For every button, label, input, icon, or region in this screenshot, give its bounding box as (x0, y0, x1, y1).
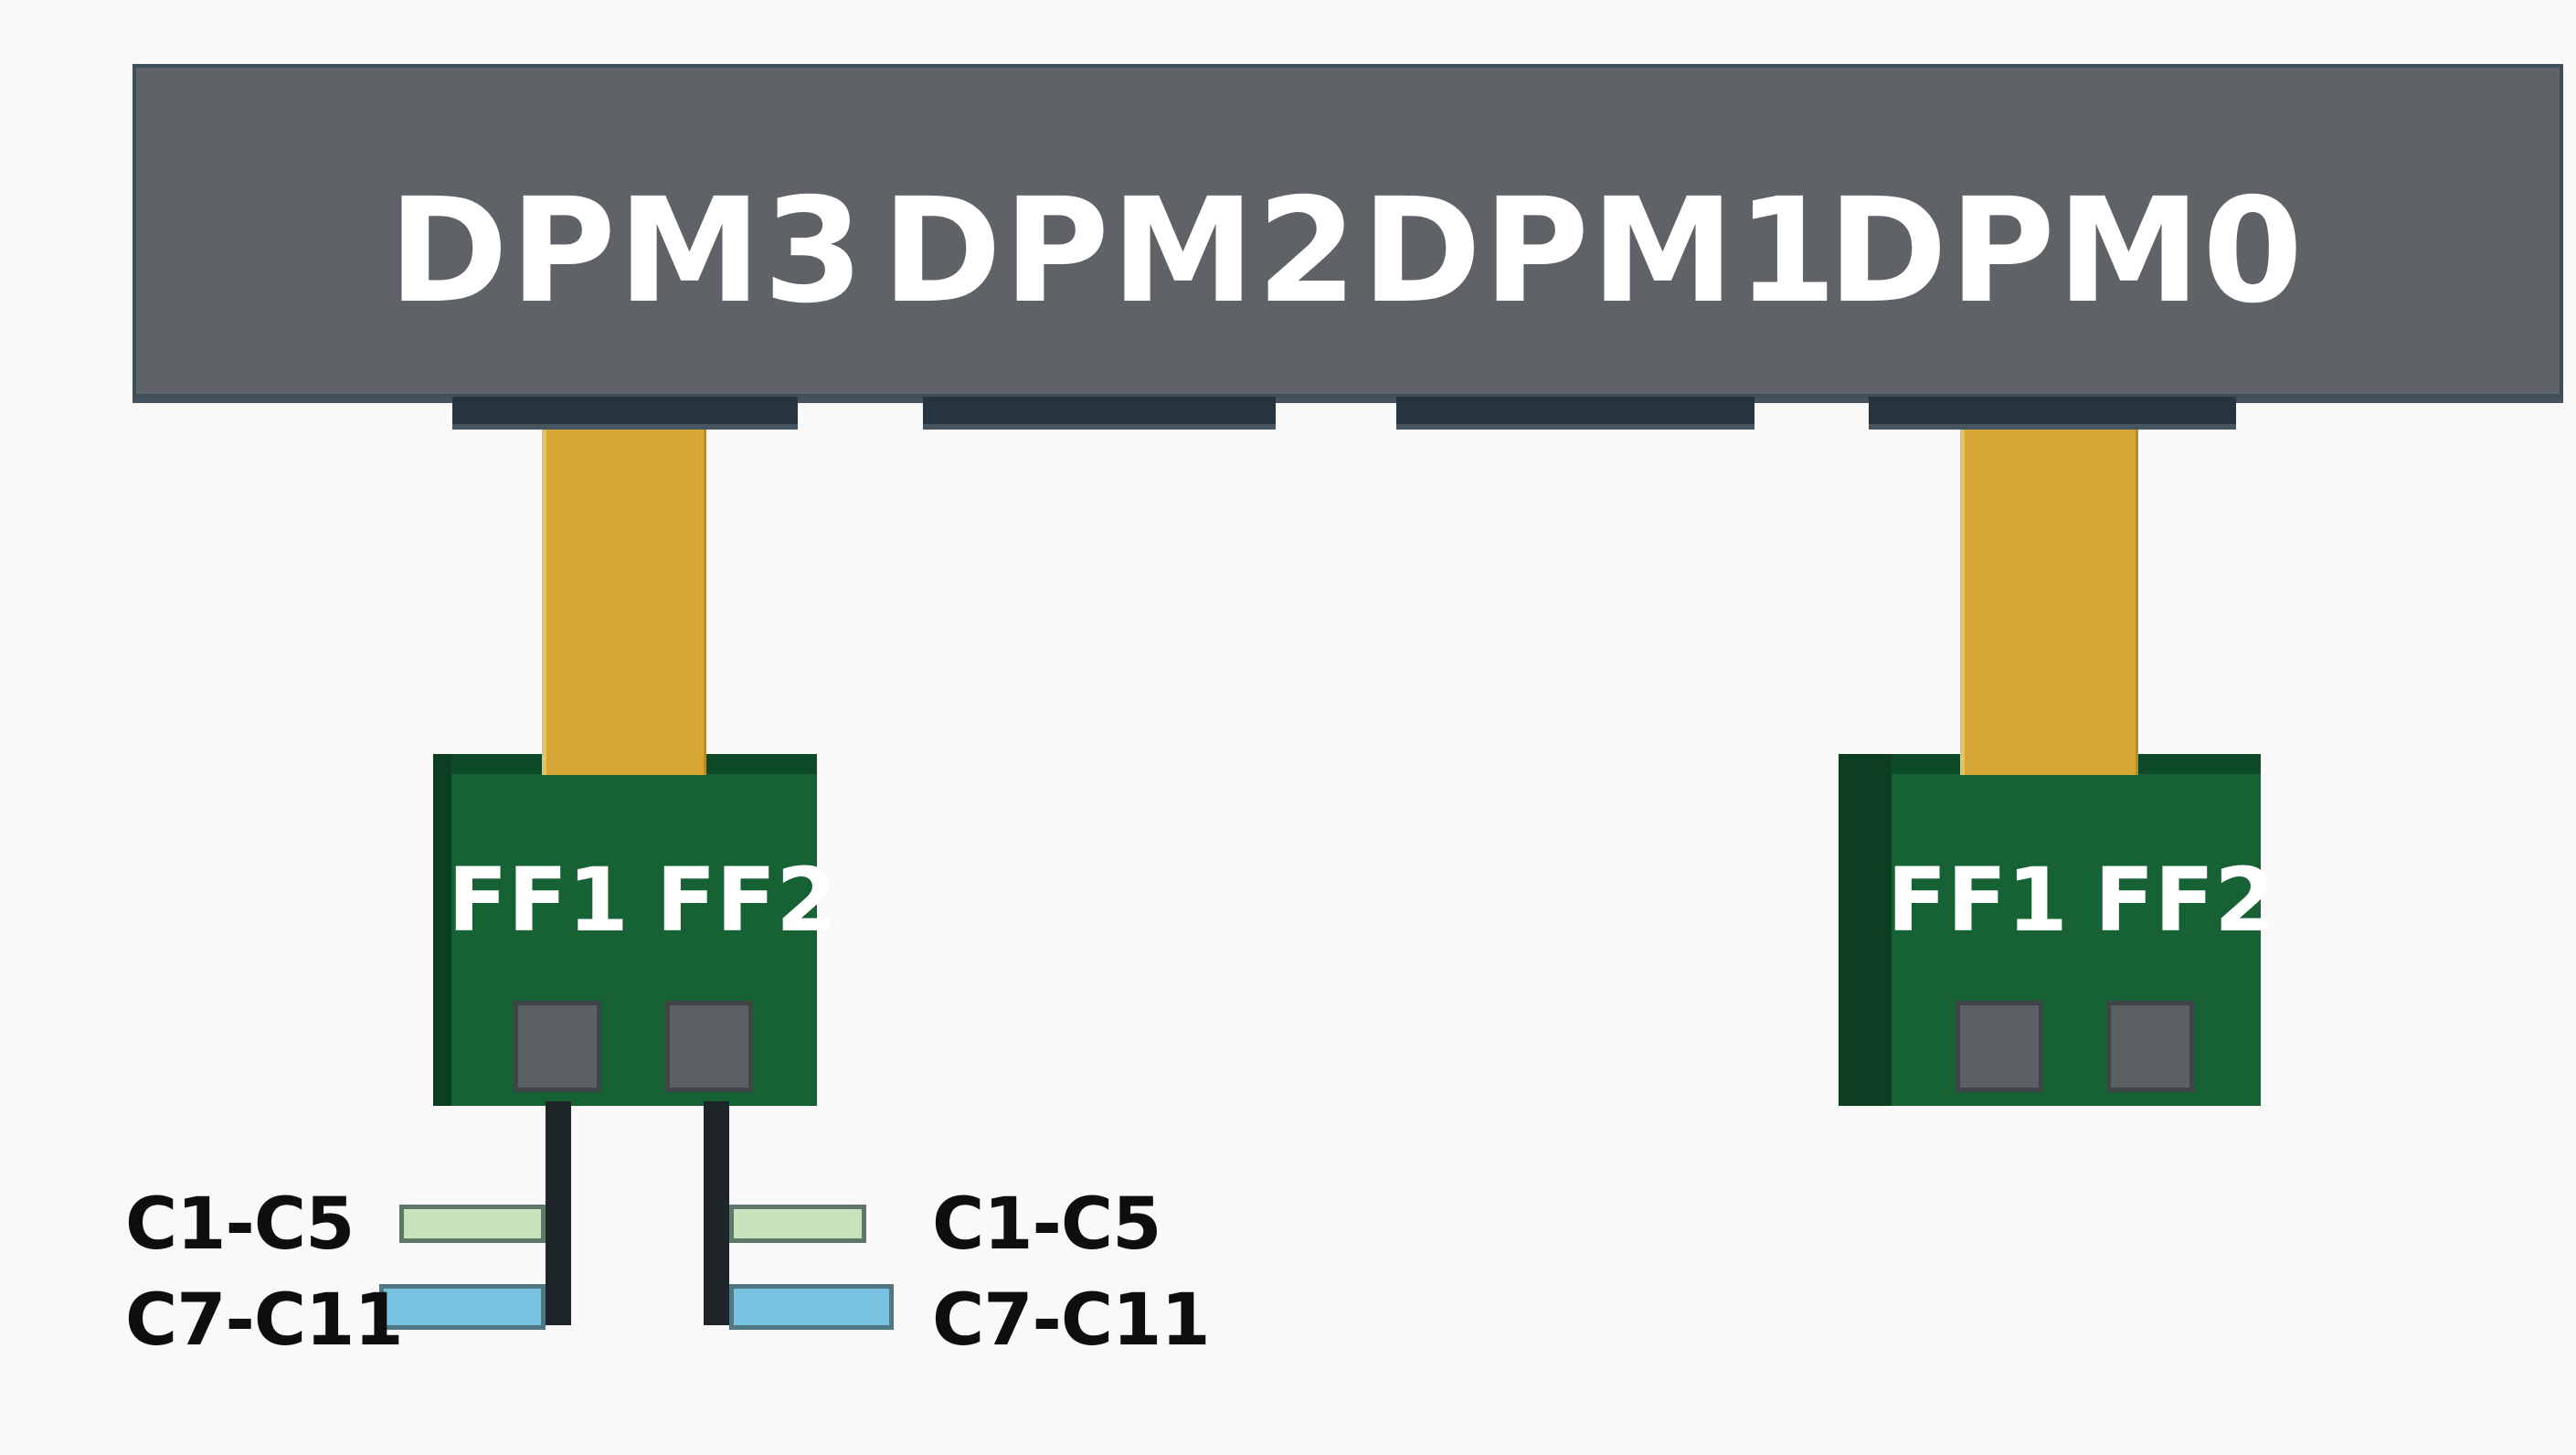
dpm0-label: DPM0 (1828, 167, 2306, 335)
dpm3-firefly-board (433, 754, 817, 1106)
ff2-c7-c11-label: C7-C11 (932, 1280, 1211, 1362)
dpm3-optical-cable (542, 430, 706, 775)
ff1-c7-c11-stub (379, 1284, 546, 1330)
dpm3-tab (452, 397, 798, 430)
dpm3-label: DPM3 (388, 167, 866, 335)
dpm3-ff1-connector (514, 1001, 601, 1092)
dpm0-ff2-connector (2106, 1001, 2194, 1092)
board-side-face (1839, 754, 1892, 1106)
dpm0-ff1-connector (1956, 1001, 2043, 1092)
ff2-fiber-bundle (704, 1101, 729, 1325)
ff1-fiber-bundle (546, 1101, 571, 1325)
dpm0-ff1-label: FF1 (1887, 849, 2068, 951)
dpm0-optical-cable (1960, 430, 2138, 775)
ff1-c1-c5-label: C1-C5 (125, 1184, 355, 1266)
ff2-c7-c11-stub (729, 1284, 894, 1330)
dpm3-ff2-label: FF2 (656, 849, 837, 951)
dpm3-cable-end (542, 740, 706, 775)
dpm-bar (133, 64, 2563, 398)
dpm1-label: DPM1 (1362, 167, 1839, 335)
ff1-c1-c5-stub (399, 1205, 546, 1243)
dpm3-ff1-label: FF1 (448, 849, 629, 951)
dpm0-tab (1869, 397, 2236, 430)
ff2-c1-c5-label: C1-C5 (932, 1184, 1161, 1266)
dpm2-label: DPM2 (882, 167, 1360, 335)
dpm0-ff2-label: FF2 (2094, 849, 2275, 951)
dpm2-tab (923, 397, 1276, 430)
dpm1-tab (1396, 397, 1754, 430)
dpm0-cable-end (1960, 740, 2138, 775)
ff2-c1-c5-stub (729, 1205, 866, 1243)
board-side-face (433, 754, 451, 1106)
dpm3-ff2-connector (665, 1001, 753, 1092)
ff1-c7-c11-label: C7-C11 (125, 1280, 404, 1362)
